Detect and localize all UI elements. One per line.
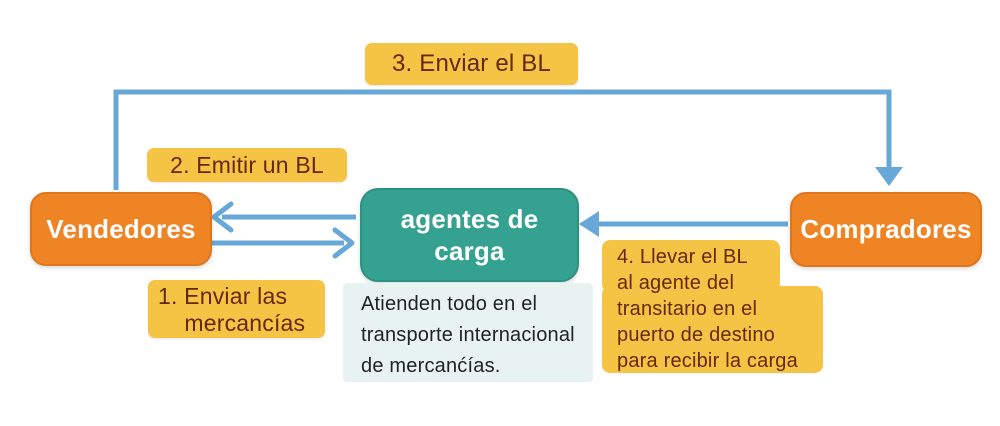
step4-text: 4. Llevar el BL al agente del transitari… xyxy=(617,246,798,372)
arrow-send-bl-icon xyxy=(113,89,903,190)
step4-take-bl-label: 4. Llevar el BL al agente del transitari… xyxy=(602,240,823,373)
step1-send-goods-label: 1. Enviar las mercancías xyxy=(148,280,325,338)
arrow-send-goods-icon xyxy=(212,227,355,259)
arrow-take-bl-icon xyxy=(579,211,788,237)
agentes-description-note: Atienden todo en el transporte internaci… xyxy=(343,283,593,382)
step3-send-bl-label: 3. Enviar el BL xyxy=(365,43,578,85)
step2-emit-bl-label: 2. Emitir un BL xyxy=(147,148,347,182)
arrow-emit-bl-icon xyxy=(211,201,356,233)
node-compradores: Compradores xyxy=(790,192,982,267)
step4-background-bottom xyxy=(602,286,823,373)
node-agentes-de-carga: agentes de carga xyxy=(360,188,579,282)
step4-background-top xyxy=(602,240,780,292)
node-vendedores: Vendedores xyxy=(30,192,212,266)
